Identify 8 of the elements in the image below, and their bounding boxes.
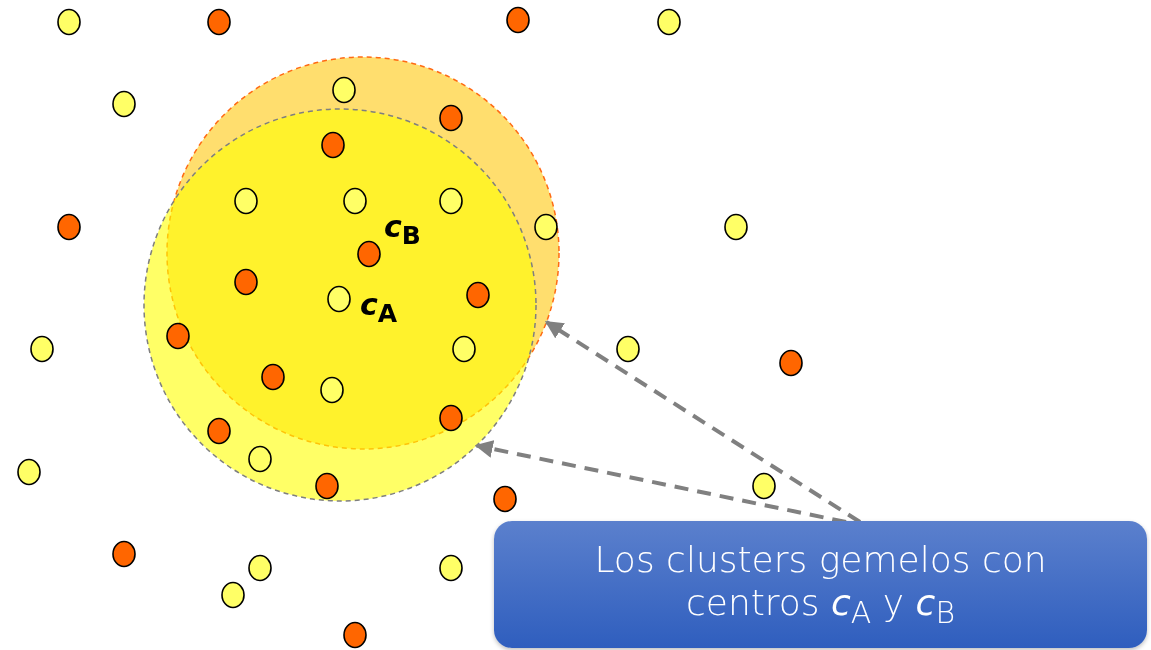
center-label: c$_{A}$ — [360, 290, 398, 326]
cluster-circle — [142, 107, 538, 503]
cluster-circle — [165, 55, 561, 451]
callout-box — [494, 521, 1147, 648]
dashed-arrow — [544, 320, 862, 524]
dashed-arrow — [474, 440, 847, 524]
callout-text: Los clusters gemelos con centros c$_{A}$ y c$_{B}$ — [593, 537, 1048, 632]
center-label: c$_{B}$ — [384, 212, 421, 248]
